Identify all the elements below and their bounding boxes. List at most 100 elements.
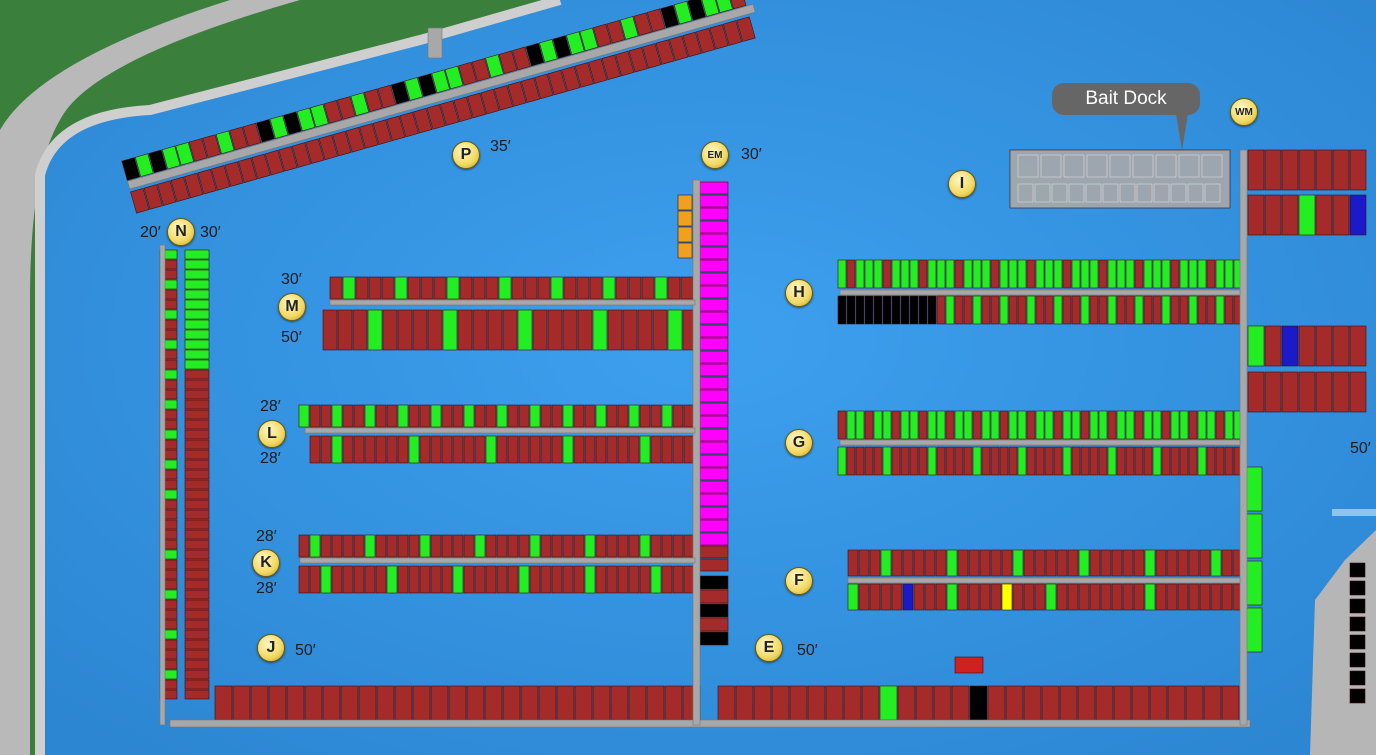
slip[interactable]: [1170, 295, 1180, 325]
slip[interactable]: [927, 446, 937, 476]
slip[interactable]: [933, 685, 952, 721]
slip[interactable]: [902, 583, 914, 611]
slip[interactable]: [1179, 446, 1189, 476]
slip[interactable]: [211, 165, 231, 191]
slip[interactable]: [1131, 685, 1150, 721]
dock-em-badge[interactable]: EM: [701, 141, 729, 169]
slip[interactable]: [1298, 194, 1316, 236]
slip[interactable]: [722, 20, 743, 46]
slip[interactable]: [397, 565, 409, 594]
slip[interactable]: [1089, 259, 1099, 289]
slip[interactable]: [342, 404, 354, 428]
slip[interactable]: [846, 295, 856, 325]
slip[interactable]: [639, 404, 651, 428]
slip[interactable]: [615, 276, 629, 300]
slip[interactable]: [846, 410, 856, 440]
slip[interactable]: [184, 369, 210, 380]
slip[interactable]: [184, 459, 210, 470]
slip[interactable]: [441, 435, 453, 464]
slip[interactable]: [381, 276, 395, 300]
slip[interactable]: [1245, 560, 1263, 606]
slip[interactable]: [466, 92, 487, 119]
slip[interactable]: [650, 534, 662, 558]
slip[interactable]: [628, 46, 648, 73]
slip[interactable]: [184, 419, 210, 430]
slip[interactable]: [472, 309, 488, 351]
slip[interactable]: [337, 309, 353, 351]
slip[interactable]: [1143, 410, 1153, 440]
slip[interactable]: [699, 575, 729, 590]
slip[interactable]: [184, 679, 210, 690]
slip[interactable]: [1053, 410, 1063, 440]
slip[interactable]: [441, 404, 453, 428]
slip[interactable]: [442, 309, 458, 351]
slip[interactable]: [1062, 410, 1072, 440]
slip[interactable]: [184, 269, 210, 280]
slip[interactable]: [419, 404, 431, 428]
slip[interactable]: [891, 259, 901, 289]
slip[interactable]: [269, 115, 289, 139]
slip[interactable]: [1111, 583, 1123, 611]
slip[interactable]: [1349, 371, 1367, 413]
slip[interactable]: [1224, 259, 1234, 289]
slip[interactable]: [683, 404, 695, 428]
slip[interactable]: [184, 359, 210, 370]
slip[interactable]: [364, 565, 376, 594]
slip[interactable]: [855, 446, 865, 476]
slip[interactable]: [579, 27, 599, 52]
slip[interactable]: [990, 446, 1000, 476]
slip[interactable]: [507, 404, 519, 428]
slip[interactable]: [419, 565, 431, 594]
slip[interactable]: [1188, 259, 1198, 289]
slip[interactable]: [1107, 446, 1117, 476]
slip[interactable]: [607, 309, 623, 351]
slip[interactable]: [412, 685, 431, 721]
slip[interactable]: [963, 410, 973, 440]
slip[interactable]: [699, 506, 729, 520]
slip[interactable]: [979, 549, 991, 577]
slip[interactable]: [408, 565, 420, 594]
slip[interactable]: [981, 259, 991, 289]
slip[interactable]: [184, 589, 210, 600]
slip[interactable]: [1332, 194, 1350, 236]
slip[interactable]: [1062, 446, 1072, 476]
slip[interactable]: [1349, 652, 1366, 668]
slip[interactable]: [589, 276, 603, 300]
slip[interactable]: [1166, 583, 1178, 611]
slip[interactable]: [1005, 685, 1024, 721]
slip[interactable]: [1315, 325, 1333, 367]
slip[interactable]: [375, 404, 387, 428]
slip[interactable]: [386, 404, 398, 428]
slip[interactable]: [900, 259, 910, 289]
slip[interactable]: [1206, 295, 1216, 325]
slip[interactable]: [283, 111, 302, 136]
slip[interactable]: [268, 685, 287, 721]
slip[interactable]: [677, 210, 693, 227]
slip[interactable]: [485, 435, 497, 464]
slip[interactable]: [487, 309, 503, 351]
slip[interactable]: [918, 410, 928, 440]
slip[interactable]: [157, 180, 177, 206]
slip[interactable]: [184, 519, 210, 530]
slip[interactable]: [562, 565, 574, 594]
slip[interactable]: [1281, 325, 1299, 367]
slip[interactable]: [397, 404, 409, 428]
slip[interactable]: [480, 88, 500, 115]
slip[interactable]: [1122, 549, 1134, 577]
slip[interactable]: [963, 259, 973, 289]
slip[interactable]: [1221, 685, 1240, 721]
slip[interactable]: [399, 111, 419, 138]
slip[interactable]: [386, 435, 398, 464]
slip[interactable]: [825, 685, 844, 721]
slip[interactable]: [1149, 685, 1168, 721]
slip[interactable]: [331, 404, 343, 428]
slip[interactable]: [699, 603, 729, 618]
slip[interactable]: [538, 685, 557, 721]
slip[interactable]: [837, 446, 847, 476]
slip[interactable]: [1125, 295, 1135, 325]
slip[interactable]: [518, 534, 530, 558]
slip[interactable]: [1056, 549, 1068, 577]
slip[interactable]: [532, 309, 548, 351]
slip[interactable]: [496, 565, 508, 594]
slip[interactable]: [695, 27, 716, 54]
